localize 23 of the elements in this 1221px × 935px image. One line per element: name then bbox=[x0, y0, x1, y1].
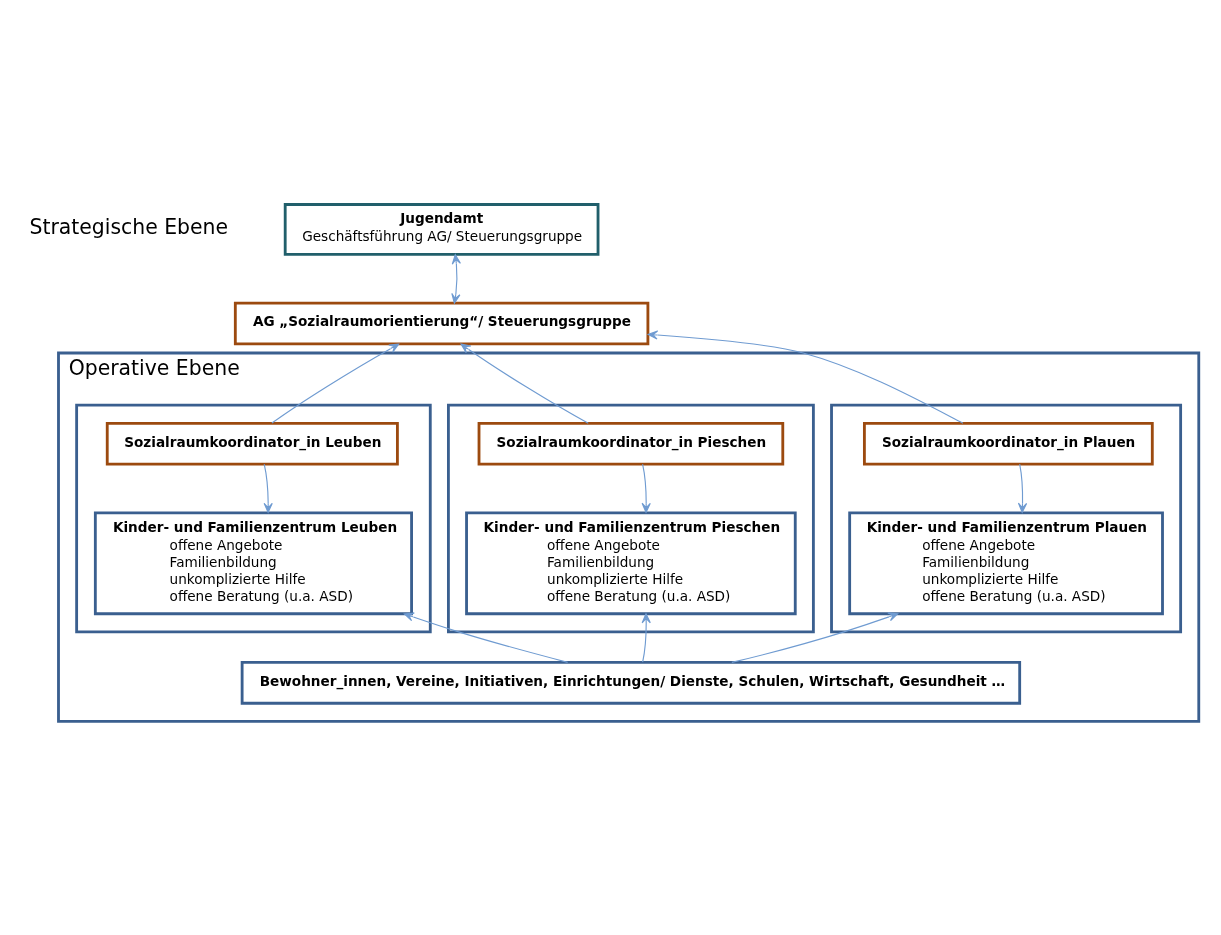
cluster bbox=[830, 403, 1183, 634]
node-box: Sozialraumkoordinator_in Plauen bbox=[863, 421, 1154, 466]
node-box: AG „Sozialraumorientierung“/ Steuerungsgruppe bbox=[233, 301, 650, 346]
node-box: Kinder- und Familienzentrum Leuben offene Angebote Familienbildung unkomplizierte Hilfe offene Beratung (u.a. ASD) bbox=[93, 511, 413, 616]
cluster bbox=[75, 403, 432, 634]
arrow bbox=[647, 330, 964, 424]
cluster bbox=[447, 403, 815, 634]
node-box: Bewohner_innen, Vereine, Initiativen, Einrichtungen/ Dienste, Schulen, Wirtschaft, Gesundheit … bbox=[240, 661, 1022, 705]
arrow bbox=[263, 463, 273, 513]
arrow bbox=[451, 254, 461, 304]
node-box: Sozialraumkoordinator_in Leuben bbox=[105, 421, 399, 466]
node-box: Jugendamt Geschäftsführung AG/ Steuerungsgruppe bbox=[283, 203, 600, 256]
arrow bbox=[403, 612, 569, 663]
arrow bbox=[641, 463, 651, 513]
node-box: Sozialraumkoordinator_in Pieschen bbox=[477, 421, 785, 466]
arrow bbox=[460, 343, 589, 424]
arrow bbox=[731, 612, 899, 663]
arrow bbox=[1017, 463, 1028, 513]
arrow bbox=[641, 613, 651, 663]
arrow bbox=[271, 343, 400, 424]
node-box: Kinder- und Familienzentrum Plauen offene Angebote Familienbildung unkomplizierte Hilfe offene Beratung (u.a. ASD) bbox=[848, 511, 1164, 616]
label: Strategische Ebene bbox=[29, 215, 229, 240]
node-box: Kinder- und Familienzentrum Pieschen offene Angebote Familienbildung unkomplizierte Hilfe offene Beratung (u.a. ASD) bbox=[465, 511, 797, 616]
